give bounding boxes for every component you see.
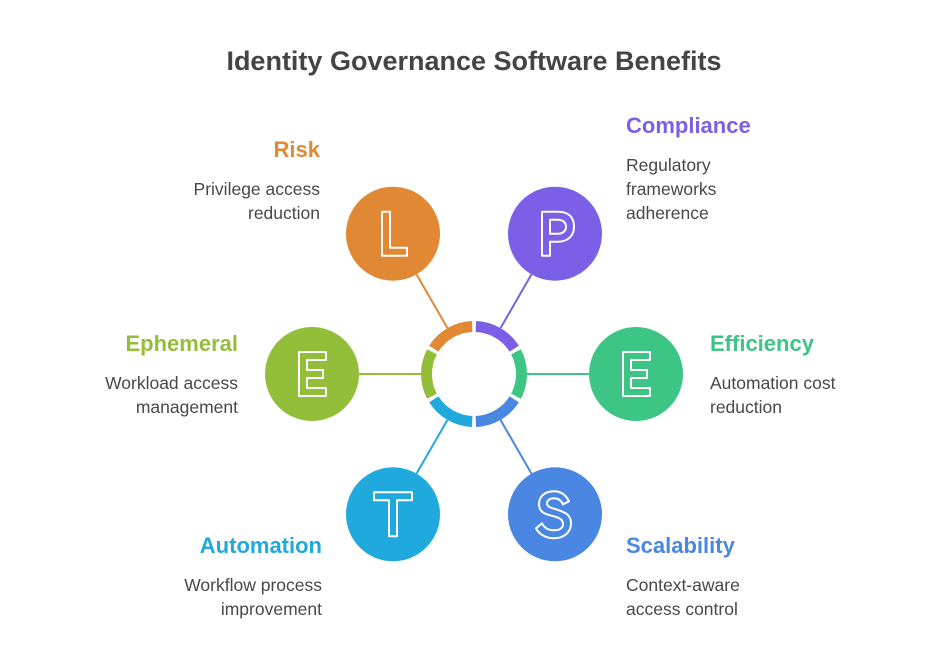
benefit-description: Privilege access reduction	[120, 177, 320, 225]
benefit-heading: Scalability	[626, 533, 735, 558]
letter-e-icon	[622, 351, 651, 397]
benefit-node-scalability	[508, 467, 602, 562]
description-line: management	[135, 397, 238, 417]
benefit-node-risk	[346, 186, 440, 281]
description-line: reduction	[710, 397, 782, 417]
node-circle	[589, 327, 683, 421]
letter-p-icon	[541, 210, 575, 257]
description-line: Automation cost	[710, 373, 836, 393]
connector-line	[499, 419, 533, 475]
benefit-description: Automation cost reduction	[710, 371, 910, 419]
benefit-node-ephemeral	[265, 327, 359, 421]
node-circle	[346, 186, 440, 281]
benefit-node-automation	[346, 467, 440, 562]
node-circle	[265, 327, 359, 421]
description-line: Privilege access	[193, 179, 320, 199]
benefit-description: Workload access management	[38, 371, 238, 419]
description-line: Workload access	[105, 373, 238, 393]
benefit-block-automation: Automation Workflow process improvement	[122, 533, 322, 621]
ring-segment	[511, 349, 528, 399]
description-line: reduction	[248, 203, 320, 223]
benefit-description: Workflow process improvement	[122, 573, 322, 621]
description-line: Workflow process	[184, 575, 322, 595]
benefit-heading: Efficiency	[710, 331, 814, 356]
letter-t-icon	[373, 491, 413, 538]
connector-line	[499, 273, 533, 329]
connector-line	[415, 273, 449, 329]
benefit-description: Context-aware access control	[626, 573, 826, 621]
ring-segment	[429, 396, 473, 427]
diagram-title: Identity Governance Software Benefits	[226, 46, 722, 76]
benefit-description: Regulatory frameworks adherence	[626, 153, 826, 225]
node-circle	[508, 467, 602, 562]
benefit-node-efficiency	[589, 327, 683, 421]
description-line: improvement	[220, 599, 322, 619]
benefit-heading: Risk	[273, 137, 320, 162]
benefit-block-scalability: Scalability Context-aware access control	[626, 533, 826, 621]
letter-e-icon	[298, 351, 327, 397]
benefit-block-compliance: Compliance Regulatory frameworks adheren…	[626, 113, 826, 225]
ring-segment	[475, 396, 519, 427]
description-line: frameworks	[626, 179, 717, 199]
benefit-node-compliance	[508, 186, 602, 281]
benefit-heading: Compliance	[626, 113, 751, 138]
ring-segment	[420, 349, 437, 399]
letter-l-icon	[381, 210, 408, 257]
description-line: Regulatory	[626, 155, 711, 175]
letter-s-icon	[535, 490, 572, 540]
ring-segment	[429, 321, 473, 352]
description-line: adherence	[626, 203, 709, 223]
benefit-block-ephemeral: Ephemeral Workload access management	[38, 331, 238, 419]
description-line: Context-aware	[626, 575, 740, 595]
ring-segment	[475, 321, 519, 352]
description-line: access control	[626, 599, 738, 619]
benefit-heading: Ephemeral	[125, 331, 239, 356]
benefit-heading: Automation	[199, 533, 322, 558]
node-circle	[346, 467, 440, 562]
benefit-block-efficiency: Efficiency Automation cost reduction	[710, 331, 910, 419]
connector-line	[415, 419, 449, 475]
benefit-block-risk: Risk Privilege access reduction	[120, 137, 320, 225]
